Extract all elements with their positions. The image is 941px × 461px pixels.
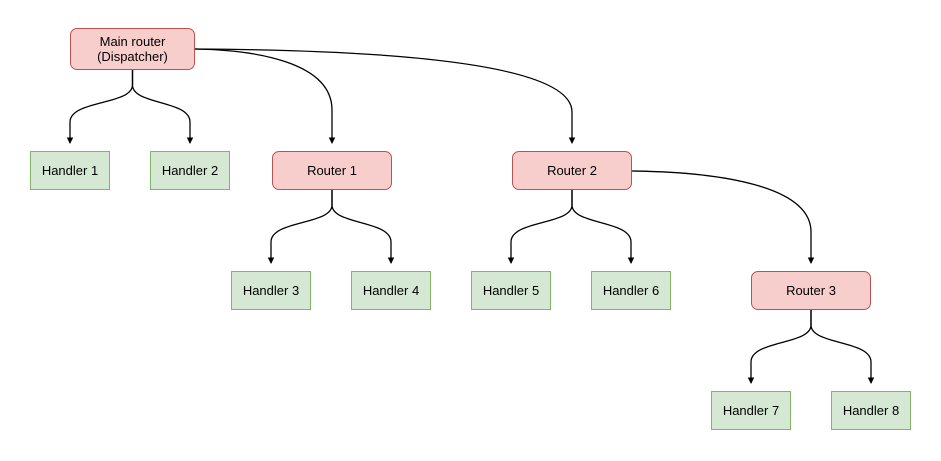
- node-handler-3[interactable]: Handler 3: [231, 271, 311, 310]
- node-label-handler-5: Handler 5: [482, 283, 540, 298]
- edge-router-2-to-router-3: [631, 170, 815, 265]
- edge-main-router-to-handler-1: [66, 70, 134, 145]
- node-handler-4[interactable]: Handler 4: [351, 271, 431, 310]
- node-router-1[interactable]: Router 1: [272, 151, 392, 190]
- edge-router-2-to-handler-5: [507, 190, 573, 265]
- edge-main-router-to-router-2: [194, 48, 576, 145]
- node-router-2[interactable]: Router 2: [512, 151, 632, 190]
- edge-router-3-to-handler-7: [747, 310, 812, 385]
- node-router-3[interactable]: Router 3: [751, 271, 871, 310]
- node-label-handler-8: Handler 8: [842, 403, 900, 418]
- edge-router-1-to-handler-4: [331, 190, 395, 265]
- node-label-router-1: Router 1: [307, 163, 357, 178]
- edge-router-3-to-handler-8: [810, 310, 875, 385]
- node-label-main-router: Main router (Dispatcher): [97, 34, 168, 64]
- node-label-router-2: Router 2: [547, 163, 597, 178]
- edge-router-1-to-handler-3: [267, 190, 333, 265]
- node-handler-2[interactable]: Handler 2: [150, 151, 230, 190]
- node-label-handler-4: Handler 4: [362, 283, 420, 298]
- node-handler-8[interactable]: Handler 8: [831, 391, 911, 430]
- node-handler-1[interactable]: Handler 1: [30, 151, 110, 190]
- edge-main-router-to-router-1: [194, 48, 336, 145]
- node-label-handler-3: Handler 3: [242, 283, 300, 298]
- node-handler-6[interactable]: Handler 6: [591, 271, 671, 310]
- edge-router-2-to-handler-6: [571, 190, 635, 265]
- node-handler-7[interactable]: Handler 7: [711, 391, 791, 430]
- node-label-router-3: Router 3: [786, 283, 836, 298]
- node-label-handler-1: Handler 1: [41, 163, 99, 178]
- node-main-router[interactable]: Main router (Dispatcher): [70, 28, 195, 70]
- node-label-handler-7: Handler 7: [722, 403, 780, 418]
- node-handler-5[interactable]: Handler 5: [471, 271, 551, 310]
- edge-main-router-to-handler-2: [131, 70, 194, 145]
- node-label-handler-6: Handler 6: [602, 283, 660, 298]
- node-label-handler-2: Handler 2: [161, 163, 219, 178]
